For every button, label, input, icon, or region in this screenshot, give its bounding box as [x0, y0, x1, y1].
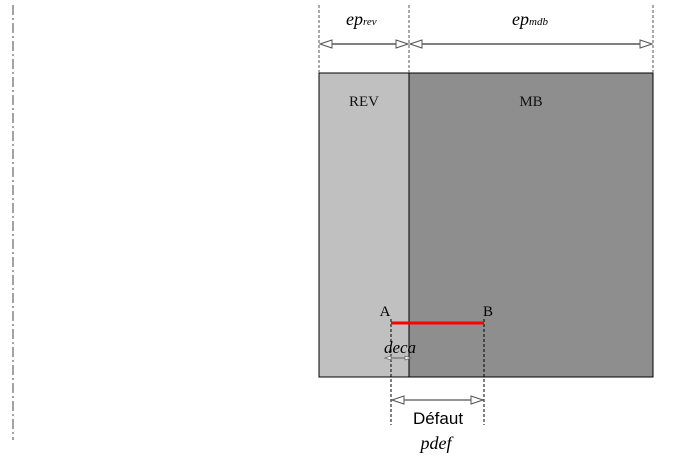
mb-label: MB — [519, 94, 542, 110]
ep-rev-label: eprev — [346, 9, 377, 29]
rev-layer — [318, 72, 410, 378]
point-a-label: A — [380, 304, 391, 320]
point-b-label: B — [483, 304, 493, 320]
mb-layer — [408, 72, 654, 378]
extension-lines — [318, 5, 654, 73]
defect-extension-lines — [390, 319, 485, 425]
pdef-label: pdef — [419, 433, 455, 453]
defaut-label: Défaut — [413, 409, 463, 428]
ep-mdb-label: epmdb — [512, 9, 548, 29]
rev-label: REV — [349, 94, 379, 110]
deca-label: deca — [384, 338, 416, 357]
